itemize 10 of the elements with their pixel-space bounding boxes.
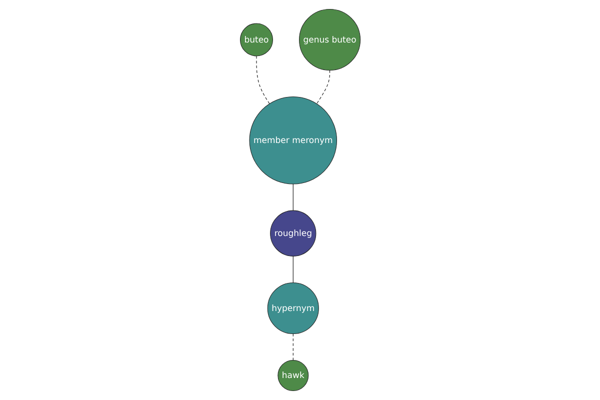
node-circle: buteo bbox=[240, 23, 273, 56]
node-circle: genus buteo bbox=[298, 9, 360, 71]
node-circle: member meronym bbox=[249, 96, 337, 184]
connector bbox=[292, 184, 294, 211]
node-circle: hypernym bbox=[267, 282, 319, 334]
connector bbox=[292, 256, 294, 283]
node-circle: hawk bbox=[277, 360, 308, 391]
connector bbox=[316, 70, 330, 104]
connector bbox=[256, 56, 270, 104]
node-circle: roughleg bbox=[270, 210, 316, 256]
